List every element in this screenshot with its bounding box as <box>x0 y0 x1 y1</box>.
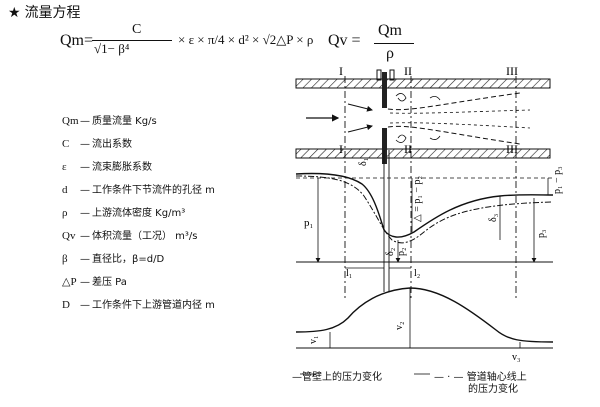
p2-label: p₂ <box>396 248 407 257</box>
dp-label: △ = p₁ − p₂ <box>412 176 423 222</box>
section-label-1: I <box>339 64 343 78</box>
section-title: 流量方程 <box>24 5 81 21</box>
p1p3-label: p₁ − p₃ <box>552 166 563 194</box>
flow-arrow <box>347 103 373 112</box>
legend-item: ε—流束膨胀系数 <box>62 161 152 173</box>
section-label-1: I <box>339 142 343 156</box>
flow-arrow <box>347 124 373 133</box>
legend-item: C—流出系数 <box>62 138 132 150</box>
formula-qm-rest: × ε × π/4 × d² × √2△P × ρ <box>178 32 314 47</box>
legend-item: ρ—上游流体密度 Kg/m³ <box>62 207 186 219</box>
v2-label: v₂ <box>394 322 405 331</box>
axis-pressure-curve <box>295 175 554 244</box>
l1-label: l₁ <box>346 268 352 279</box>
p1-label: p₁ <box>304 217 314 229</box>
legend-item: D—工作条件下上游管道内径 m <box>62 299 215 311</box>
l2-label: l₂ <box>414 268 420 279</box>
formula-qm-lhs: Qm= <box>60 32 94 49</box>
section-label-2: II <box>404 142 412 156</box>
pipe-wall-top <box>295 78 551 89</box>
section-label-2: II <box>404 64 412 78</box>
formula-qm-numerator: C <box>132 22 142 37</box>
formula-qv-fraction-bar <box>374 43 414 44</box>
orifice-plate-top <box>382 72 387 108</box>
wall-pressure-curve <box>295 172 554 238</box>
section-label-3: III <box>506 142 518 156</box>
vortex-icon <box>395 93 407 102</box>
vortex-icon <box>395 134 407 143</box>
vortex-icon <box>429 135 441 140</box>
pressure-tap-right <box>389 69 395 81</box>
legend-item: Qv—体积流量（工况） m³/s <box>62 230 198 242</box>
caption-wall-pressure: —管壁上的压力变化 <box>292 372 382 383</box>
formula-qv-numerator: Qm <box>378 22 402 39</box>
section-header: ★流量方程 <box>8 2 81 22</box>
jet-streamline <box>389 122 531 129</box>
formula-qm-fraction-bar <box>92 40 172 41</box>
pipe-wall-bottom <box>295 148 551 159</box>
formula-qv-denominator: ρ <box>386 45 394 62</box>
jet-streamline <box>389 109 531 114</box>
orifice-plate-bottom <box>382 128 387 164</box>
legend-item: d—工作条件下节流件的孔径 m <box>62 184 215 196</box>
v1-label: v₁ <box>308 336 319 345</box>
legend-item: △P—差压 Pa <box>62 276 127 288</box>
pressure-tap-left <box>376 69 382 81</box>
section-label-3: III <box>506 64 518 78</box>
delta2-label: δ₂ <box>385 248 396 256</box>
vortex-icon <box>429 96 441 101</box>
star-icon: ★ <box>8 5 21 21</box>
formula-qm-denominator: √1− β⁴ <box>94 41 130 56</box>
v3-label: v₃ <box>512 352 521 363</box>
caption-axis-pressure: — · — 管道轴心线上 的压力变化 <box>434 372 527 395</box>
legend-item: Qm—质量流量 Kg/s <box>62 115 157 127</box>
delta3-label: δ₃ <box>488 214 499 222</box>
delta1-label: δ₁ <box>358 158 369 166</box>
velocity-curve <box>295 287 554 343</box>
legend-item: β—直径比，β=d/D <box>62 253 165 265</box>
jet-streamline <box>387 92 521 111</box>
p3-label: p₃ <box>536 230 547 239</box>
variable-legend: Qm—质量流量 Kg/s C—流出系数 ε—流束膨胀系数 d—工作条件下节流件的… <box>62 110 215 317</box>
jet-streamline <box>387 125 521 145</box>
formula-qv-lhs: Qv = <box>328 32 361 49</box>
